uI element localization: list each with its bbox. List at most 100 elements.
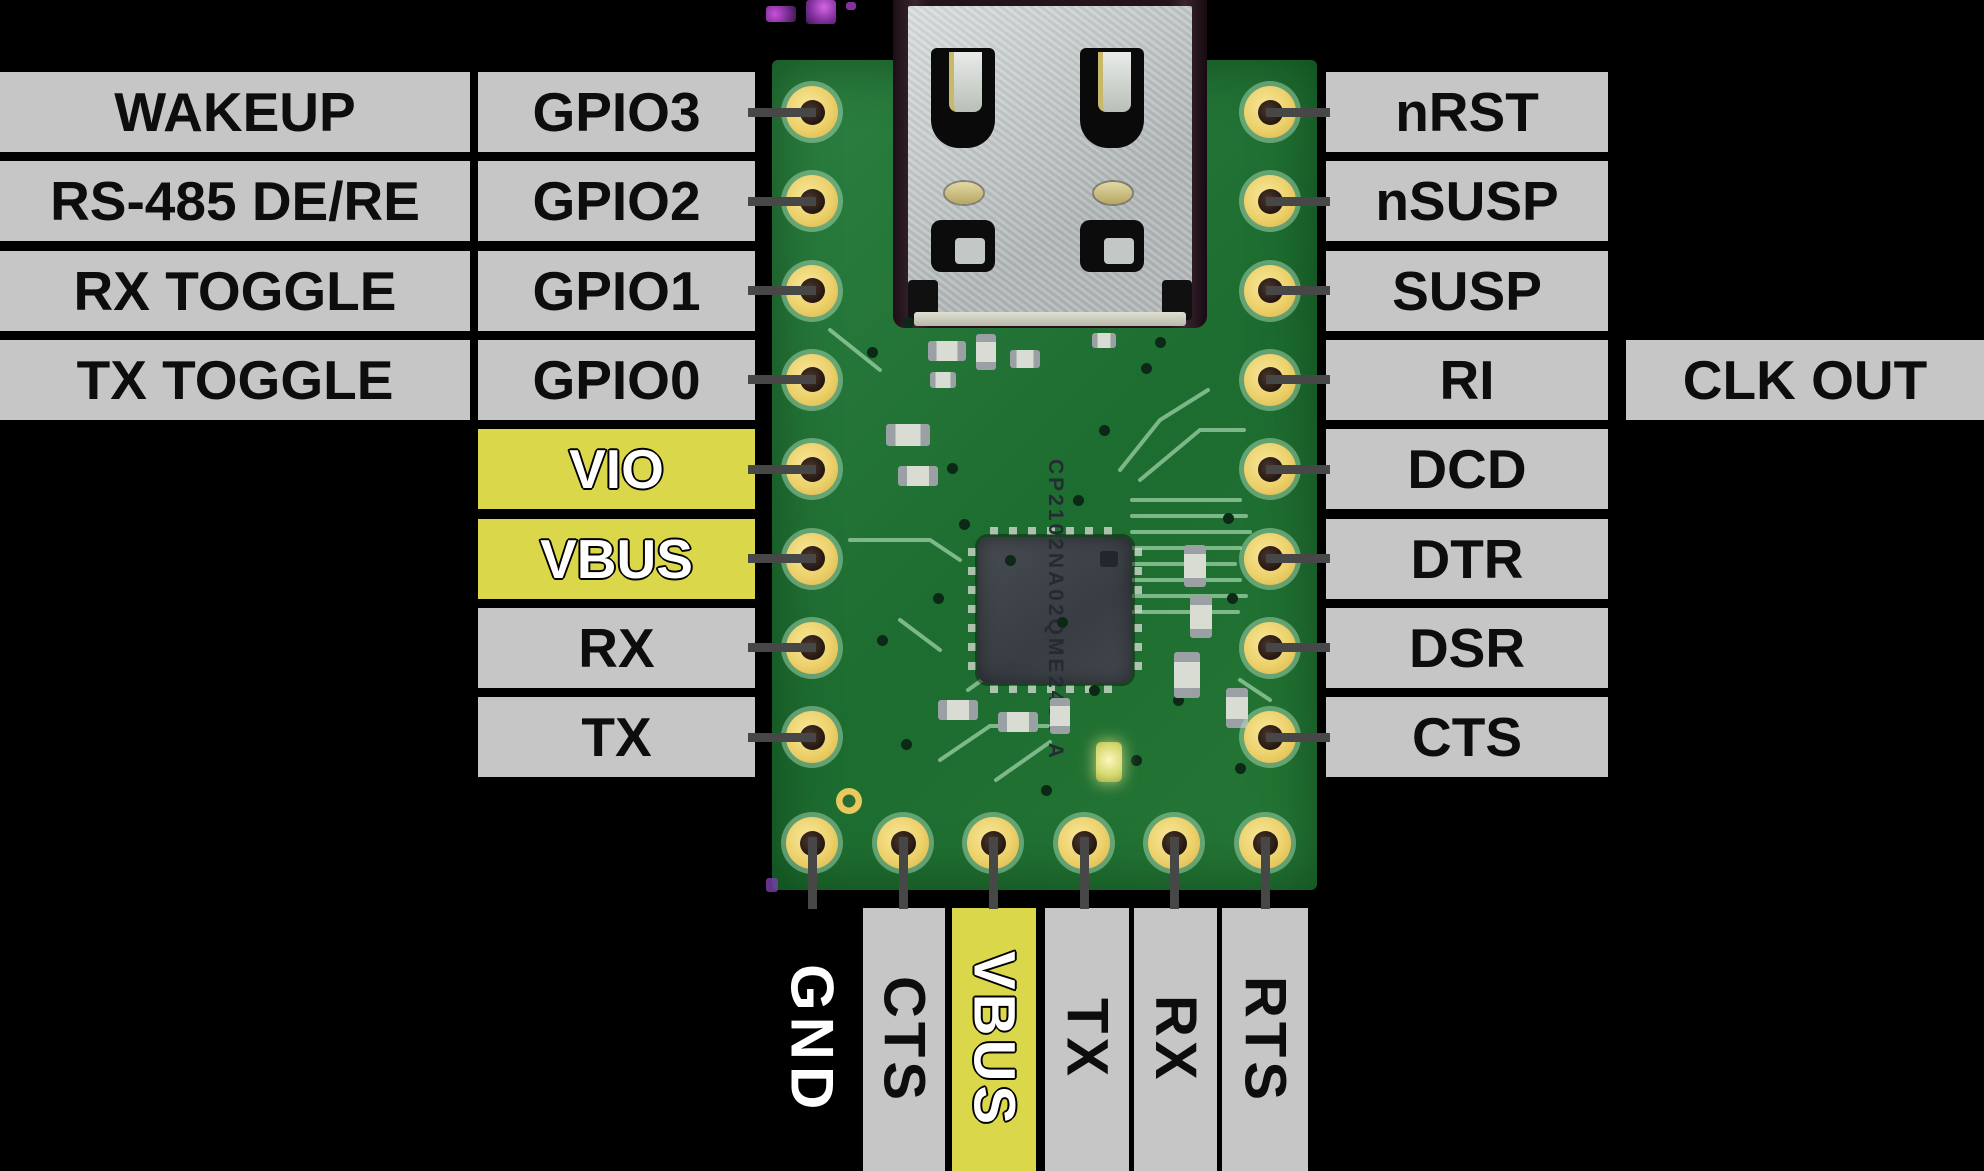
chip-pads-left bbox=[968, 548, 976, 674]
smd-component bbox=[976, 334, 996, 370]
smd-component bbox=[1226, 688, 1248, 728]
through-hole-pin bbox=[781, 81, 843, 143]
leader-line-bottom bbox=[1079, 837, 1089, 909]
leader-line-bottom bbox=[988, 837, 998, 909]
leader-line-bottom bbox=[898, 837, 908, 909]
usb-slot-notch bbox=[1104, 238, 1134, 264]
leader-line-right bbox=[1266, 554, 1330, 563]
leader-line-left bbox=[748, 464, 816, 474]
pin-label-tx: TX bbox=[478, 697, 755, 778]
via bbox=[1223, 513, 1234, 524]
via bbox=[1073, 495, 1084, 506]
pin-label-clk-out: CLK OUT bbox=[1626, 339, 1984, 420]
via bbox=[1235, 763, 1246, 774]
leader-line-left bbox=[748, 107, 816, 117]
usb-pad-left bbox=[945, 182, 983, 204]
smd-component bbox=[886, 424, 930, 446]
leader-line-left bbox=[748, 732, 816, 742]
pin-label-tx-bottom: TX bbox=[1045, 908, 1129, 1171]
chip-marking: CP2102N A02QME 2434 A bbox=[978, 459, 1132, 760]
pin-label-gpio3: GPIO3 bbox=[478, 72, 755, 152]
via bbox=[933, 593, 944, 604]
smd-component bbox=[1174, 652, 1200, 698]
smd-component bbox=[930, 372, 956, 388]
pin-label-wakeup: WAKEUP bbox=[0, 72, 470, 152]
usb-contact bbox=[1098, 52, 1131, 112]
via bbox=[1057, 617, 1068, 628]
pin-label-text: TX bbox=[1054, 998, 1120, 1081]
leader-line-right bbox=[1266, 643, 1330, 653]
leader-line-right bbox=[1266, 196, 1330, 206]
leader-line-right bbox=[1266, 375, 1330, 385]
pin-label-dtr: DTR bbox=[1326, 518, 1608, 599]
leader-line-left bbox=[748, 286, 816, 296]
usb-contact bbox=[949, 52, 982, 112]
usb-pad-right bbox=[1094, 182, 1132, 204]
via bbox=[947, 463, 958, 474]
pin-label-rts-bottom: RTS bbox=[1222, 908, 1308, 1171]
pin1-marker bbox=[1100, 551, 1118, 567]
pin-label-rx: RX bbox=[478, 607, 755, 688]
pin-label-text: GND bbox=[778, 963, 846, 1116]
pin-label-dsr: DSR bbox=[1326, 607, 1608, 688]
pin-label-vio: VIO bbox=[478, 429, 755, 510]
smd-component bbox=[1092, 333, 1116, 348]
pin-label-gnd-bottom: GND bbox=[768, 908, 856, 1171]
pin-label-ri: RI bbox=[1326, 339, 1608, 420]
via bbox=[867, 347, 878, 358]
pin-label-gpio2: GPIO2 bbox=[478, 161, 755, 242]
smd-component bbox=[898, 466, 938, 486]
pin-label-dcd: DCD bbox=[1326, 429, 1608, 510]
artifact-speck bbox=[766, 878, 778, 892]
pin-label-text: CTS bbox=[871, 975, 937, 1104]
via bbox=[1041, 785, 1052, 796]
via bbox=[959, 519, 970, 530]
pin-label-nrst: nRST bbox=[1326, 72, 1608, 152]
smd-component bbox=[1010, 350, 1040, 368]
smd-component bbox=[1184, 545, 1206, 587]
pin-label-rs485: RS-485 DE/RE bbox=[0, 161, 470, 242]
leader-line-bottom bbox=[1169, 837, 1179, 909]
via bbox=[1155, 337, 1166, 348]
via bbox=[877, 635, 888, 646]
leader-line-right bbox=[1266, 732, 1330, 742]
pin-label-text: RX bbox=[1143, 995, 1208, 1084]
chip-pads-right bbox=[1134, 548, 1142, 674]
pin-label-rx-bottom: RX bbox=[1134, 908, 1217, 1171]
smd-component bbox=[1190, 596, 1212, 638]
via bbox=[901, 739, 912, 750]
via bbox=[1227, 593, 1238, 604]
fiducial-pad bbox=[836, 788, 862, 814]
smd-component bbox=[1050, 698, 1070, 734]
leader-line-right bbox=[1266, 286, 1330, 296]
leader-line-left bbox=[748, 375, 816, 385]
smd-component bbox=[938, 700, 978, 720]
pin-label-cts: CTS bbox=[1326, 697, 1608, 778]
chip-pads-bottom bbox=[990, 685, 1122, 693]
ic-chip: CP2102N A02QME 2434 A bbox=[978, 459, 1132, 761]
leader-line-bottom bbox=[807, 837, 817, 909]
pin-label-text: RTS bbox=[1232, 975, 1298, 1104]
pin-label-gpio1: GPIO1 bbox=[478, 250, 755, 331]
usb-slot-right bbox=[1080, 220, 1144, 272]
via bbox=[1141, 363, 1152, 374]
leader-line-right bbox=[1266, 107, 1330, 117]
leader-line-left bbox=[748, 643, 816, 653]
pin-label-gpio0: GPIO0 bbox=[478, 339, 755, 420]
chip-marking-line: A02QME bbox=[1043, 571, 1067, 676]
leader-line-right bbox=[1266, 464, 1330, 474]
usb-bottom-edge bbox=[914, 312, 1186, 326]
via bbox=[1173, 695, 1184, 706]
leader-line-left bbox=[748, 196, 816, 206]
pin-label-susp: SUSP bbox=[1326, 250, 1608, 331]
pin-label-tx-toggle: TX TOGGLE bbox=[0, 339, 470, 420]
artifact-speck bbox=[846, 2, 856, 10]
via bbox=[1005, 555, 1016, 566]
led bbox=[1096, 742, 1122, 782]
smd-component bbox=[998, 712, 1038, 732]
leader-line-bottom bbox=[1260, 837, 1270, 909]
pin-label-cts-bottom: CTS bbox=[863, 908, 945, 1171]
via bbox=[1131, 755, 1142, 766]
usb-cutout-right bbox=[1080, 48, 1144, 148]
usb-cutout-left bbox=[931, 48, 995, 148]
